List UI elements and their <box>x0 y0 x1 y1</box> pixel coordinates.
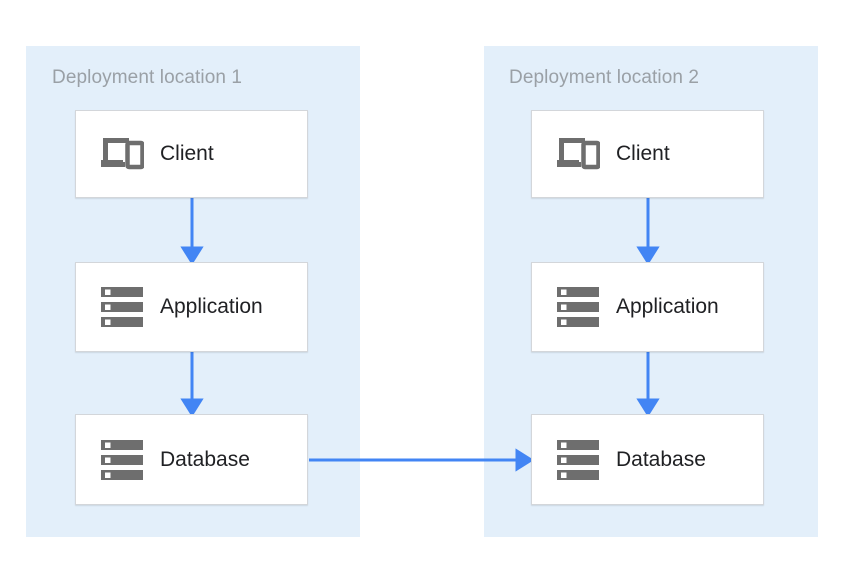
node-client-1[interactable]: Client <box>75 110 308 198</box>
server-icon <box>552 283 604 331</box>
node-application-1-label: Application <box>160 295 263 318</box>
node-database-2-label: Database <box>616 447 706 471</box>
deployment-zone-1-title: Deployment location 1 <box>52 67 243 88</box>
node-client-2-label: Client <box>616 142 670 165</box>
deployment-zone-2-title: Deployment location 2 <box>509 67 700 88</box>
node-application-2-label: Application <box>616 295 719 318</box>
server-icon <box>552 436 604 484</box>
devices-icon <box>96 130 148 178</box>
node-application-1[interactable]: Application <box>75 262 308 352</box>
server-icon <box>96 283 148 331</box>
server-icon <box>96 436 148 484</box>
node-database-2[interactable]: Database <box>531 414 764 505</box>
node-database-1[interactable]: Database <box>75 414 308 505</box>
node-application-2[interactable]: Application <box>531 262 764 352</box>
node-client-1-label: Client <box>160 142 214 165</box>
node-client-2[interactable]: Client <box>531 110 764 198</box>
devices-icon <box>552 130 604 178</box>
node-database-1-label: Database <box>160 447 250 471</box>
